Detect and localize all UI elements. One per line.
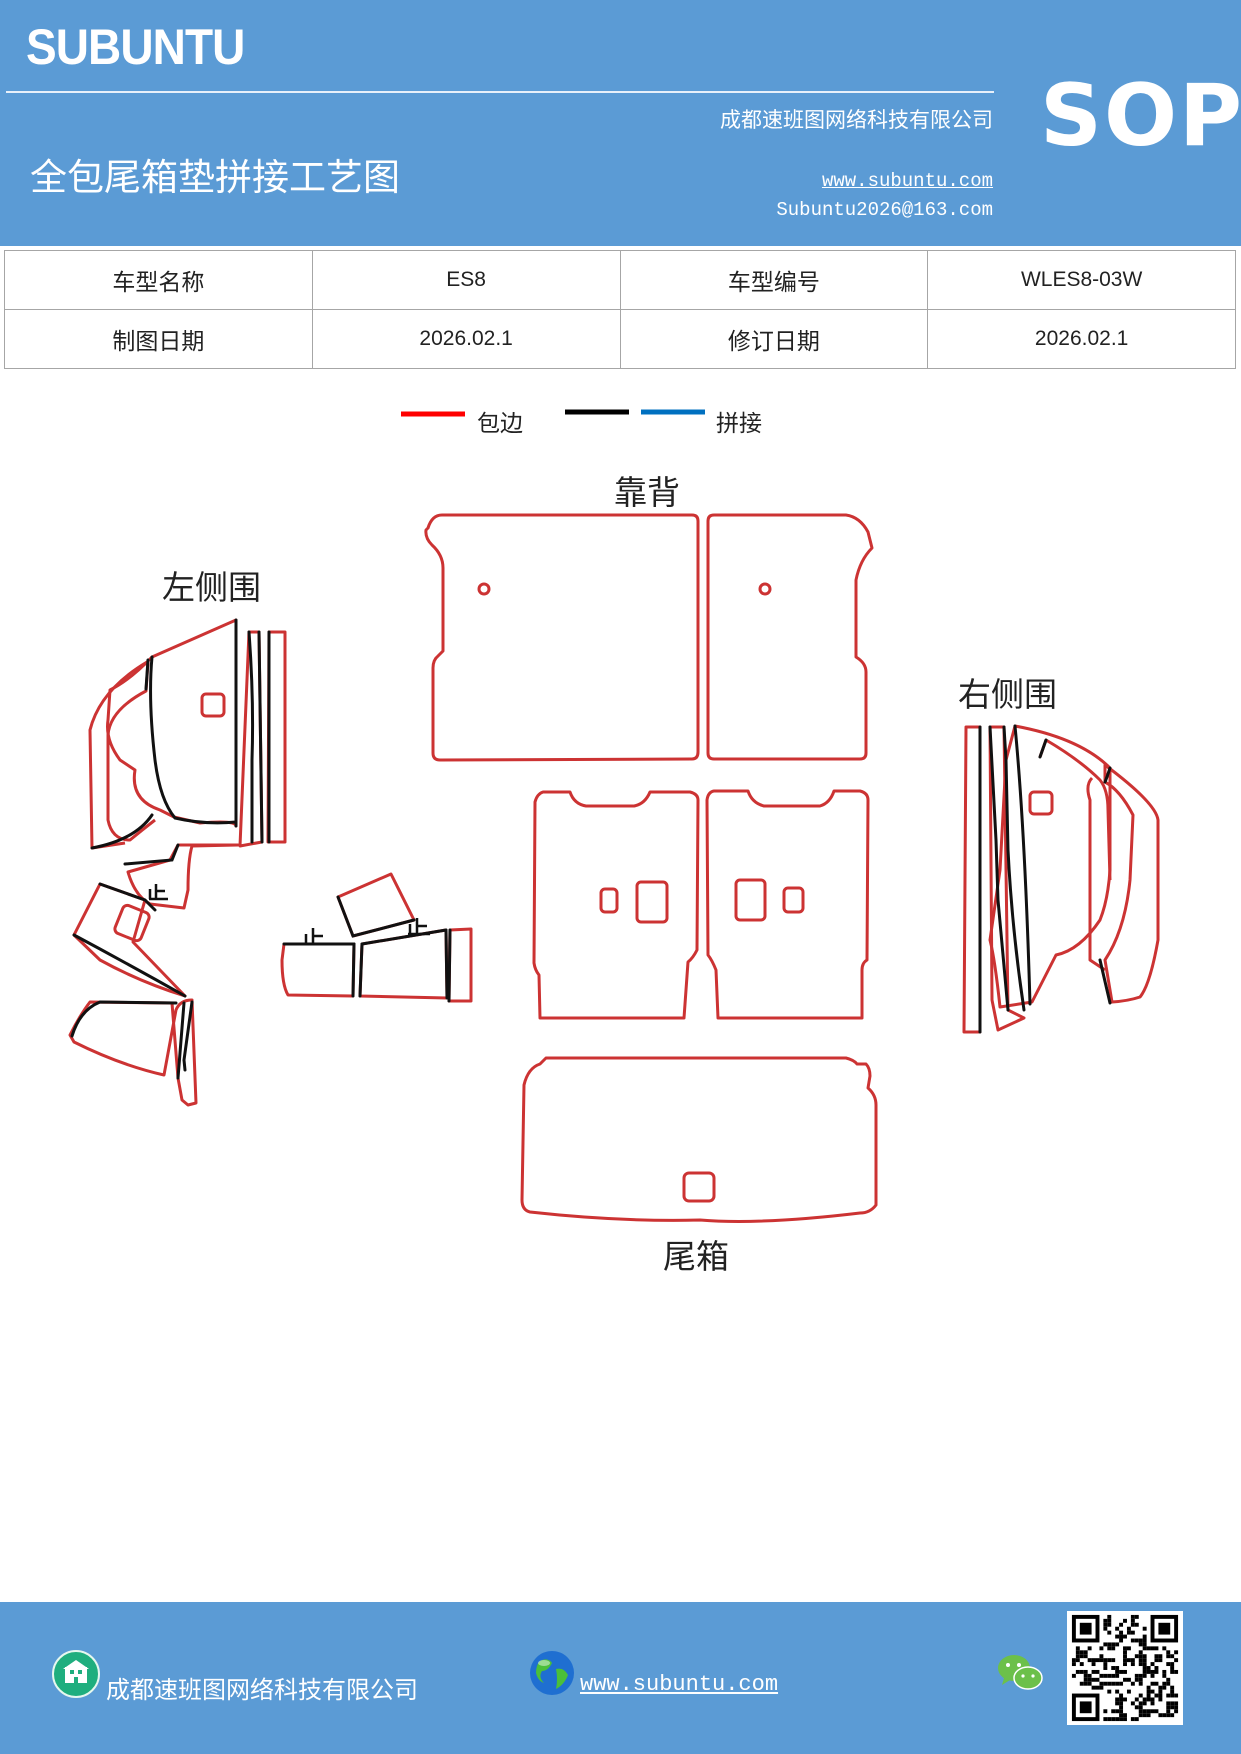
header-company: 成都速班图网络科技有限公司 bbox=[720, 108, 993, 132]
right-side-label: 右侧围 bbox=[958, 675, 1057, 714]
building-icon bbox=[52, 1650, 100, 1698]
model-code-label: 车型编号 bbox=[619, 250, 929, 310]
stop-mark-center-left bbox=[304, 928, 326, 946]
seam-lines bbox=[70, 618, 1112, 1080]
footer-company: 成都速班图网络科技有限公司 bbox=[106, 1676, 418, 1704]
wechat-icon[interactable] bbox=[996, 1652, 1044, 1694]
backrest-label: 靠背 bbox=[614, 473, 680, 512]
legend-binding-label: 包边 bbox=[477, 411, 523, 437]
center-small-piece-right bbox=[447, 927, 473, 1003]
stop-marks bbox=[148, 884, 430, 946]
backrest-left-panel bbox=[424, 513, 700, 762]
right-side-strip-1 bbox=[962, 725, 982, 1034]
trunk-floor-panel bbox=[520, 1056, 878, 1223]
stop-mark-left bbox=[148, 884, 168, 901]
backrest-right-panel bbox=[706, 513, 874, 761]
left-side-label: 左侧围 bbox=[162, 568, 261, 607]
left-lower-piece-2 bbox=[72, 882, 187, 998]
revise-date-label: 修订日期 bbox=[619, 309, 929, 369]
left-side-main-panel bbox=[106, 618, 238, 828]
vehicle-info-table: 车型名称 ES8 车型编号 WLES8-03W 制图日期 2026.02.1 修… bbox=[4, 250, 1236, 369]
center-small-piece-mid bbox=[358, 928, 449, 1000]
footer-website-link[interactable]: www.subuntu.com bbox=[580, 1672, 779, 1697]
header-divider bbox=[6, 91, 994, 93]
middle-left-panel bbox=[532, 790, 700, 1020]
trunk-label: 尾箱 bbox=[663, 1237, 729, 1276]
edge-binding-outlines bbox=[68, 513, 1160, 1223]
left-lower-piece-3 bbox=[68, 998, 198, 1107]
sop-badge: SOP bbox=[1040, 66, 1241, 166]
left-lower-piece-1 bbox=[126, 843, 240, 910]
document-title: 全包尾箱垫拼接工艺图 bbox=[30, 156, 400, 199]
revise-date-value: 2026.02.1 bbox=[927, 309, 1236, 369]
middle-right-panel bbox=[705, 789, 870, 1020]
left-side-strip-outer bbox=[266, 630, 287, 844]
header-banner bbox=[0, 0, 1241, 246]
globe-icon bbox=[530, 1651, 574, 1695]
header-email[interactable]: Subuntu2026@163.com bbox=[776, 199, 993, 221]
qr-code-pattern bbox=[1071, 1614, 1179, 1722]
model-name-label: 车型名称 bbox=[4, 250, 313, 310]
table-row: 车型名称 ES8 车型编号 WLES8-03W bbox=[4, 250, 1236, 310]
center-small-piece-left bbox=[280, 942, 356, 998]
model-name-value: ES8 bbox=[311, 250, 621, 310]
brand-logo: SUBUNTU bbox=[26, 19, 245, 75]
draw-date-value: 2026.02.1 bbox=[311, 309, 621, 369]
legend-splice-label: 拼接 bbox=[716, 411, 762, 437]
draw-date-label: 制图日期 bbox=[4, 309, 313, 369]
stop-mark-center-right bbox=[408, 918, 430, 936]
qr-code bbox=[1067, 1611, 1183, 1725]
right-side-main-panel bbox=[988, 724, 1112, 1009]
table-row: 制图日期 2026.02.1 修订日期 2026.02.1 bbox=[4, 309, 1236, 369]
model-code-value: WLES8-03W bbox=[927, 250, 1236, 310]
header-website-link[interactable]: www.subuntu.com bbox=[821, 170, 993, 192]
